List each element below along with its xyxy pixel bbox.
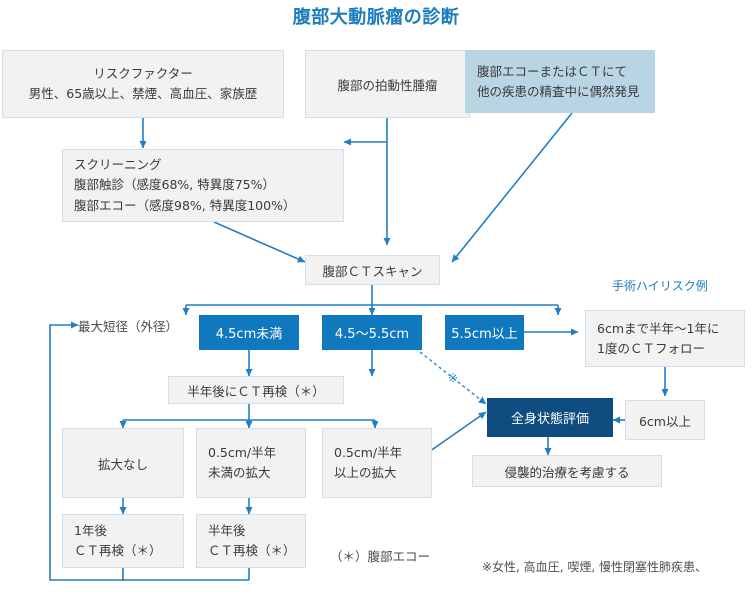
node-growth-over-0-5cm[interactable]: 0.5cm/半年 以上の拡大 <box>322 428 432 498</box>
node-recheck-half-year[interactable]: 半年後にＣＴ再検（＊） <box>168 376 344 404</box>
node-growth-under-0-5cm[interactable]: 0.5cm/半年 未満の拡大 <box>196 428 306 498</box>
page-title: 腹部大動脈瘤の診断 <box>292 7 460 28</box>
recheck-1y-line-2: ＣＴ再検（＊） <box>74 543 162 558</box>
size-large-line-1: 5.5cm以上 <box>451 327 518 342</box>
size-small-line-1: 4.5cm未満 <box>215 327 283 342</box>
incidental-line-2: 他の疾患の精査中に偶然発見 <box>477 83 640 99</box>
node-incidental-finding[interactable]: 腹部エコーまたはＣＴにて 他の疾患の精査中に偶然発見 <box>465 50 655 113</box>
screening-line-2: 腹部触診（感度68%, 特異度75%） <box>74 177 276 193</box>
node-risk-factor[interactable]: リスクファクター 男性、65歳以上、禁煙、高血圧、家族歴 <box>2 50 284 118</box>
growth-over-line-1: 0.5cm/半年 <box>334 444 403 460</box>
no-growth-line-1: 拡大なし <box>97 456 148 472</box>
node-screening[interactable]: スクリーニング 腹部触診（感度68%, 特異度75%） 腹部エコー（感度98%,… <box>62 149 344 222</box>
pulsatile-mass-line-1: 腹部の拍動性腫瘤 <box>337 77 438 93</box>
node-whole-body-evaluation[interactable]: 全身状態評価 <box>487 398 613 437</box>
growth-over-line-2: 以上の拡大 <box>334 465 397 480</box>
recheck-6m-line-2: ＣＴ再検（＊） <box>208 543 296 558</box>
node-invasive-treatment[interactable]: 侵襲的治療を考慮する <box>472 455 662 487</box>
node-size-over-5-5cm[interactable]: 5.5cm以上 <box>445 315 524 350</box>
node-size-4-5-to-5-5cm[interactable]: 4.5〜5.5cm <box>322 315 422 350</box>
recheck-1y-line-1: 1年後 <box>74 522 107 538</box>
node-no-growth[interactable]: 拡大なし <box>62 428 184 498</box>
whole-body-eval-line-1: 全身状態評価 <box>510 412 589 427</box>
node-pulsatile-mass[interactable]: 腹部の拍動性腫瘤 <box>305 50 470 118</box>
risk-factor-line-1: リスクファクター <box>93 66 193 81</box>
label-max-diameter: 最大短径（外径） <box>78 319 179 334</box>
label-asterisk-legend: （＊）腹部エコー <box>330 549 431 564</box>
footnote-line-1: ※女性, 高血圧, 喫煙, 慢性閉塞性肺疾患、 <box>482 560 707 575</box>
label-asterisk-mark: ※ <box>448 371 459 385</box>
ct-follow-line-1: 6cmまで半年〜1年に <box>597 320 720 336</box>
growth-under-line-1: 0.5cm/半年 <box>208 444 277 460</box>
node-size-under-4-5cm[interactable]: 4.5cm未満 <box>199 315 299 350</box>
ct-scan-line-1: 腹部ＣＴスキャン <box>322 263 423 279</box>
ct-follow-line-2: 1度のＣＴフォロー <box>597 340 705 356</box>
growth-under-line-2: 未満の拡大 <box>208 465 271 480</box>
label-high-risk-surgery: 手術ハイリスク例 <box>612 279 708 293</box>
node-ct-follow-until-6cm[interactable]: 6cmまで半年〜1年に 1度のＣＴフォロー <box>585 310 745 367</box>
node-ct-scan[interactable]: 腹部ＣＴスキャン <box>305 255 440 285</box>
node-recheck-6-month[interactable]: 半年後 ＣＴ再検（＊） <box>196 514 306 568</box>
incidental-line-1: 腹部エコーまたはＣＴにて <box>477 63 628 79</box>
recheck-6m-line-1: 半年後 <box>208 522 246 538</box>
risk-factor-line-2: 男性、65歳以上、禁煙、高血圧、家族歴 <box>28 86 258 101</box>
over-6cm-line-1: 6cm以上 <box>638 413 691 429</box>
node-over-6cm[interactable]: 6cm以上 <box>625 400 705 440</box>
recheck-half-year-line-1: 半年後にＣＴ再検（＊） <box>187 383 325 399</box>
footnote-block: ※女性, 高血圧, 喫煙, 慢性閉塞性肺疾患、 大動脈瘤の家族歴ありでは破裂のリ… <box>482 521 722 598</box>
node-recheck-1-year[interactable]: 1年後 ＣＴ再検（＊） <box>62 514 184 568</box>
screening-line-3: 腹部エコー（感度98%, 特異度100%） <box>74 197 296 213</box>
invasive-treatment-line-1: 侵襲的治療を考慮する <box>504 464 630 480</box>
screening-line-1: スクリーニング <box>74 157 162 173</box>
size-mid-line-1: 4.5〜5.5cm <box>334 327 410 342</box>
